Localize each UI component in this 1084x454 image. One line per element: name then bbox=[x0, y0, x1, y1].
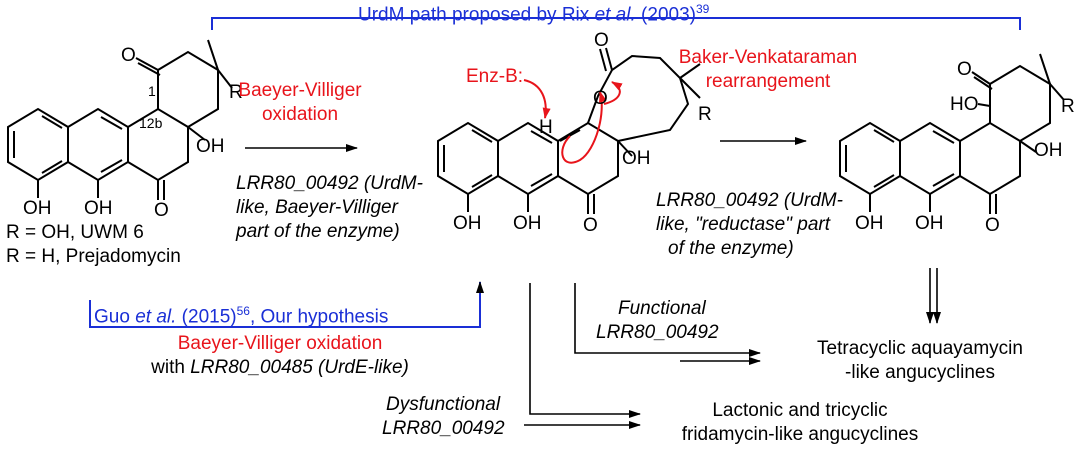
lactonic-label-2: fridamycin-like angucyclines bbox=[681, 424, 919, 445]
step2-title-1: Baker-Venkataraman bbox=[678, 47, 858, 68]
start-label-prejadomycin: R = H, Prejadomycin bbox=[6, 246, 181, 267]
product-structure bbox=[839, 53, 1065, 214]
intermediate-atom-r: R bbox=[698, 104, 712, 125]
functional-label-1: Functional bbox=[618, 298, 706, 319]
urdm-path-bracket bbox=[211, 17, 1021, 30]
step2-title-2: rearrangement bbox=[705, 71, 831, 92]
functional-label-2: LRR80_00492 bbox=[596, 322, 719, 343]
tetracyclic-label-1: Tetracyclic aquayamycin bbox=[817, 338, 1023, 359]
product-oh-1: OH bbox=[855, 213, 884, 234]
start-oh-1: OH bbox=[23, 198, 52, 219]
step1-enzyme-3: part of the enzyme) bbox=[236, 221, 400, 242]
tetracyclic-label-2: -like angucyclines bbox=[845, 362, 995, 383]
hypothesis-line: Guo et al. (2015)56, Our hypothesis bbox=[94, 304, 389, 328]
intermediate-atom-h: H bbox=[539, 117, 553, 138]
electron-arrows bbox=[523, 79, 623, 164]
urdm-path-title: UrdM path proposed by Rix et al. (2003)3… bbox=[358, 2, 710, 26]
step2-enzyme-3: of the enzyme) bbox=[668, 238, 794, 259]
intermediate-oh-2: OH bbox=[513, 213, 542, 234]
step2-enzyme-1: LRR80_00492 (UrdM- bbox=[656, 190, 843, 211]
product-atom-o-ketone: O bbox=[985, 215, 1000, 236]
intermediate-atom-o-carbonyl: O bbox=[594, 30, 609, 51]
intermediate-structure bbox=[437, 47, 701, 214]
start-atom-oh-ring: OH bbox=[196, 136, 225, 157]
start-atom-r: R bbox=[229, 82, 243, 103]
reaction-arrows bbox=[245, 137, 941, 429]
hypothesis-bv-with: with LRR80_00485 (UrdE-like) bbox=[151, 357, 409, 378]
step1-title-1: Baeyer-Villiger bbox=[238, 80, 362, 101]
dysfunctional-label-1: Dysfunctional bbox=[386, 394, 501, 415]
start-num-1: 1 bbox=[148, 83, 156, 99]
product-oh-2: OH bbox=[915, 213, 944, 234]
product-atom-r: R bbox=[1061, 96, 1075, 117]
start-num-12b: 12b bbox=[139, 115, 163, 131]
start-structure bbox=[7, 39, 233, 200]
intermediate-atom-oh-ring: OH bbox=[622, 148, 651, 169]
step1-enzyme-2: like, Baeyer-Villiger bbox=[236, 197, 398, 218]
product-atom-oh-ring: OH bbox=[1034, 140, 1063, 161]
hypothesis-arrow bbox=[89, 281, 484, 328]
start-atom-o-top: O bbox=[121, 45, 136, 66]
intermediate-atom-o-ketone: O bbox=[583, 215, 598, 236]
step2-enzyme-2: like, "reductase" part bbox=[656, 214, 831, 235]
dysfunctional-label-2: LRR80_00492 bbox=[382, 418, 505, 439]
product-atom-o-top: O bbox=[957, 59, 972, 80]
step1-title-2: oxidation bbox=[261, 104, 339, 125]
lactonic-label-1: Lactonic and tricyclic bbox=[712, 400, 888, 421]
start-oh-2: OH bbox=[84, 198, 113, 219]
intermediate-oh-1: OH bbox=[453, 213, 482, 234]
product-atom-ho: HO bbox=[950, 94, 979, 115]
intermediate-atom-o-ring: O bbox=[593, 88, 608, 109]
intermediate-enz-b: Enz-B: bbox=[466, 66, 524, 87]
hypothesis-bv-title: Baeyer-Villiger oxidation bbox=[177, 333, 383, 354]
start-label-uwm6: R = OH, UWM 6 bbox=[6, 222, 144, 243]
step1-enzyme-1: LRR80_00492 (UrdM- bbox=[236, 173, 423, 194]
start-atom-o-ketone: O bbox=[154, 200, 169, 221]
